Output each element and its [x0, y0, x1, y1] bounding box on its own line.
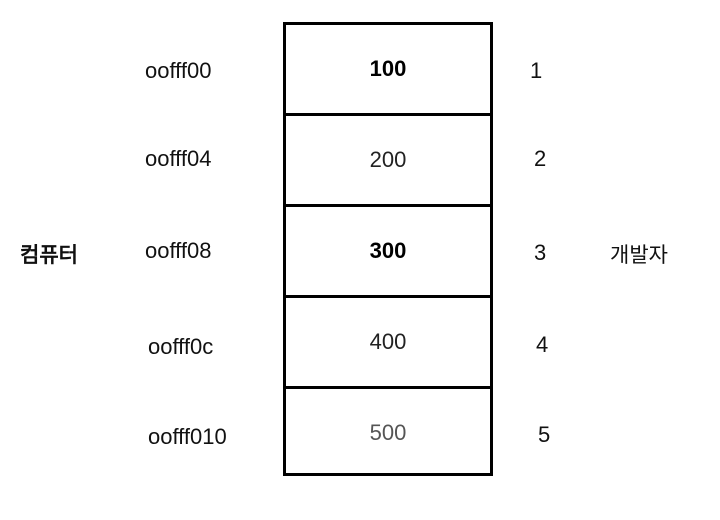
memory-value: 500 [369, 420, 407, 445]
address-label: oofff04 [145, 146, 212, 171]
computer-label: 컴퓨터 [20, 244, 78, 267]
memory-column: 100 200 300 400 500 [283, 22, 493, 476]
address-label: oofff08 [145, 238, 212, 263]
memory-value: 300 [369, 238, 407, 263]
developer-label: 개발자 [610, 244, 668, 267]
address-label: oofff0c [148, 334, 214, 359]
index-label: 4 [536, 332, 549, 357]
memory-value: 100 [369, 56, 407, 81]
address-label: oofff00 [145, 58, 212, 83]
memory-value: 200 [369, 147, 407, 172]
memory-cell: 300 [286, 207, 490, 298]
index-label: 5 [538, 422, 551, 447]
memory-cell: 200 [286, 116, 490, 207]
memory-cell: 400 [286, 298, 490, 389]
address-label: oofff010 [148, 424, 227, 449]
index-label: 3 [534, 240, 547, 265]
index-label: 1 [530, 58, 543, 83]
memory-value: 400 [369, 329, 407, 354]
index-label: 2 [534, 146, 547, 171]
memory-cell: 100 [286, 25, 490, 116]
memory-cell: 500 [286, 389, 490, 477]
